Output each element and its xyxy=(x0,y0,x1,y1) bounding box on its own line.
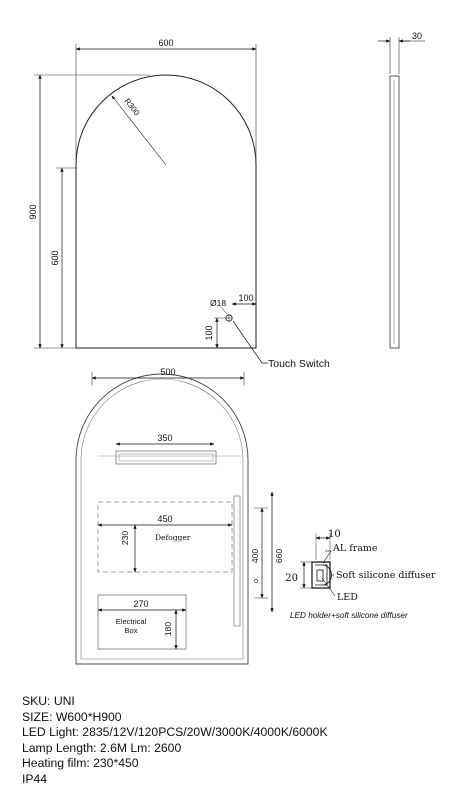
side-depth-label: 30 xyxy=(412,31,422,41)
radius-leader xyxy=(111,95,167,166)
spec-lamp-length: Lamp Length: 2.6M Lm: 2600 xyxy=(22,740,182,755)
defogger-pad xyxy=(97,501,233,573)
touch-switch-callout-line xyxy=(232,320,268,364)
right-inner-dim-label: 400 xyxy=(250,549,260,563)
spec-sku: SKU: UNI xyxy=(22,694,75,708)
switch-offset-y-label: 100 xyxy=(204,325,214,340)
defogger-height-label: 230 xyxy=(120,531,130,545)
profile-height-dim-label: 20 xyxy=(285,573,298,584)
electrical-box-label-line1: Electrical xyxy=(116,617,147,626)
spec-size: SIZE: W600*H900 xyxy=(22,709,122,724)
diffuser-label: Soft silicone diffuser xyxy=(336,570,436,581)
spec-list: SKU: UNI SIZE: W600*H900 LED Light: 2835… xyxy=(22,694,462,788)
technical-drawing: 600 900 600 R300 Ø18 100 100 Touch Switc… xyxy=(28,31,436,665)
led-chip xyxy=(316,569,324,582)
back-view: 500 350 450 230 Defogger 400 660 270 180… xyxy=(75,367,284,665)
front-width-label: 600 xyxy=(158,38,173,48)
al-frame-label: AL frame xyxy=(332,543,378,554)
front-view: 600 900 600 R300 Ø18 100 100 Touch Switc… xyxy=(28,38,330,370)
profile-top-dim-label: 10 xyxy=(328,529,341,540)
front-mirror-outline xyxy=(75,74,257,349)
front-straight-label: 600 xyxy=(50,250,60,265)
led-strip xyxy=(115,450,217,465)
switch-diameter-label: Ø18 xyxy=(210,298,226,308)
led-strip-length-label: 350 xyxy=(157,433,172,443)
spec-heating-film: Heating film: 230*450 xyxy=(22,756,139,771)
profile-detail: 10 20 AL frame Soft silicone diffuser LE… xyxy=(285,529,436,620)
electrical-box-width-label: 270 xyxy=(133,599,148,609)
touch-switch-callout: Touch Switch xyxy=(268,358,330,370)
spec-ip-rating: IP44 xyxy=(22,771,48,786)
right-mounting-bar xyxy=(233,495,241,627)
radius-label: R300 xyxy=(122,97,141,118)
electrical-box xyxy=(97,594,187,650)
back-outer-frame xyxy=(75,373,249,665)
front-height-label: 900 xyxy=(28,204,38,219)
right-outer-dim-label: 660 xyxy=(274,549,284,563)
defogger-label: Defogger xyxy=(155,533,191,542)
side-profile xyxy=(389,75,400,349)
defogger-width-label: 450 xyxy=(157,514,172,524)
led-label: LED xyxy=(337,592,358,603)
switch-offset-x-label: 100 xyxy=(238,293,253,303)
back-width-label: 500 xyxy=(160,367,175,377)
side-view: 30 xyxy=(378,31,425,349)
electrical-box-label-line2: Box xyxy=(125,626,138,635)
spec-led-light: LED Light: 2835/12V/120PCS/20W/3000K/400… xyxy=(22,725,328,740)
electrical-box-height-label: 180 xyxy=(163,622,173,636)
profile-caption: LED holder+soft silicone diffuser xyxy=(290,611,408,620)
